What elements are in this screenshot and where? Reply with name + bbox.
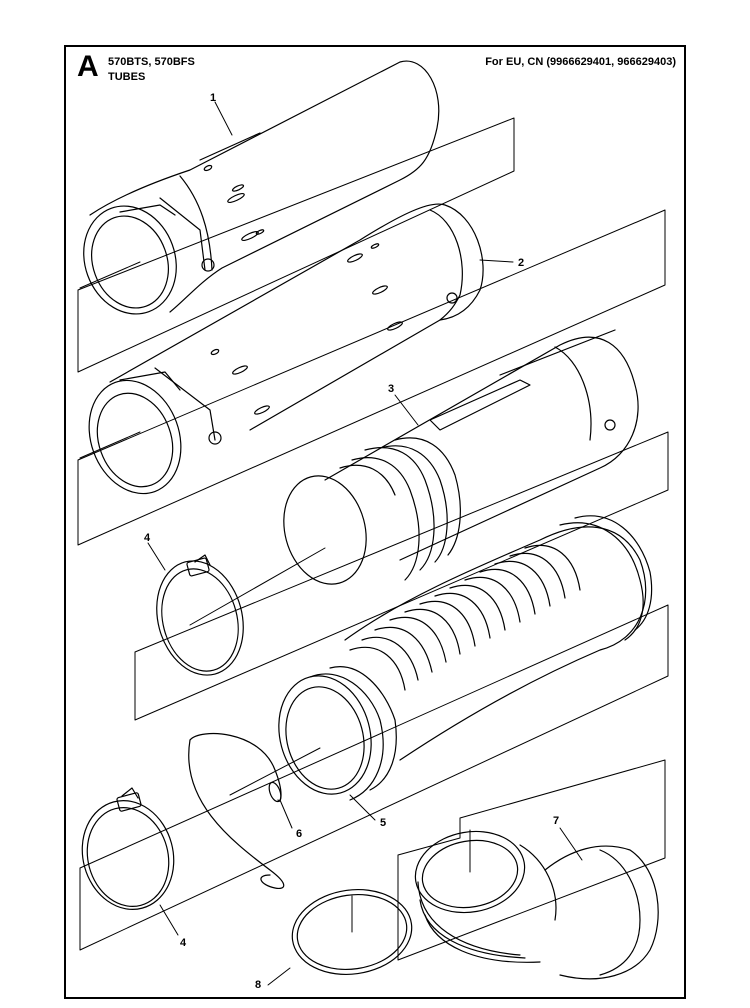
leader-lines	[147, 101, 583, 986]
part-6-wire-loop	[188, 733, 285, 890]
callout-7: 7	[553, 815, 559, 827]
model-label: 570BTS, 570BFS	[108, 56, 195, 68]
callout-6: 6	[296, 828, 302, 840]
callout-1: 1	[210, 92, 216, 104]
part-5-outline-box	[79, 604, 669, 951]
market-label: For EU, CN (9966629401, 966629403)	[485, 56, 676, 68]
subtitle-label: TUBES	[108, 71, 146, 83]
part-2-outline-box	[77, 209, 666, 546]
callout-5: 5	[380, 817, 386, 829]
callout-8: 8	[255, 979, 261, 991]
callout-3: 3	[388, 383, 394, 395]
part-3-tube	[283, 329, 639, 585]
part-8-ring	[291, 888, 413, 976]
callout-2: 2	[518, 257, 524, 269]
part-3-outline-box	[134, 431, 669, 721]
callout-4-upper: 4	[144, 532, 151, 544]
diagram-frame	[64, 45, 686, 999]
part-7-elbow	[397, 759, 666, 980]
part-1-outline-box	[77, 117, 515, 373]
part-2-tube	[88, 203, 484, 495]
part-1-tube	[83, 60, 440, 315]
part-4-clamp-lower	[81, 787, 175, 910]
callout-4-lower: 4	[180, 937, 187, 949]
part-5-flex-hose	[278, 515, 653, 801]
part-4-clamp-upper	[156, 554, 244, 676]
section-letter: A	[77, 50, 99, 83]
